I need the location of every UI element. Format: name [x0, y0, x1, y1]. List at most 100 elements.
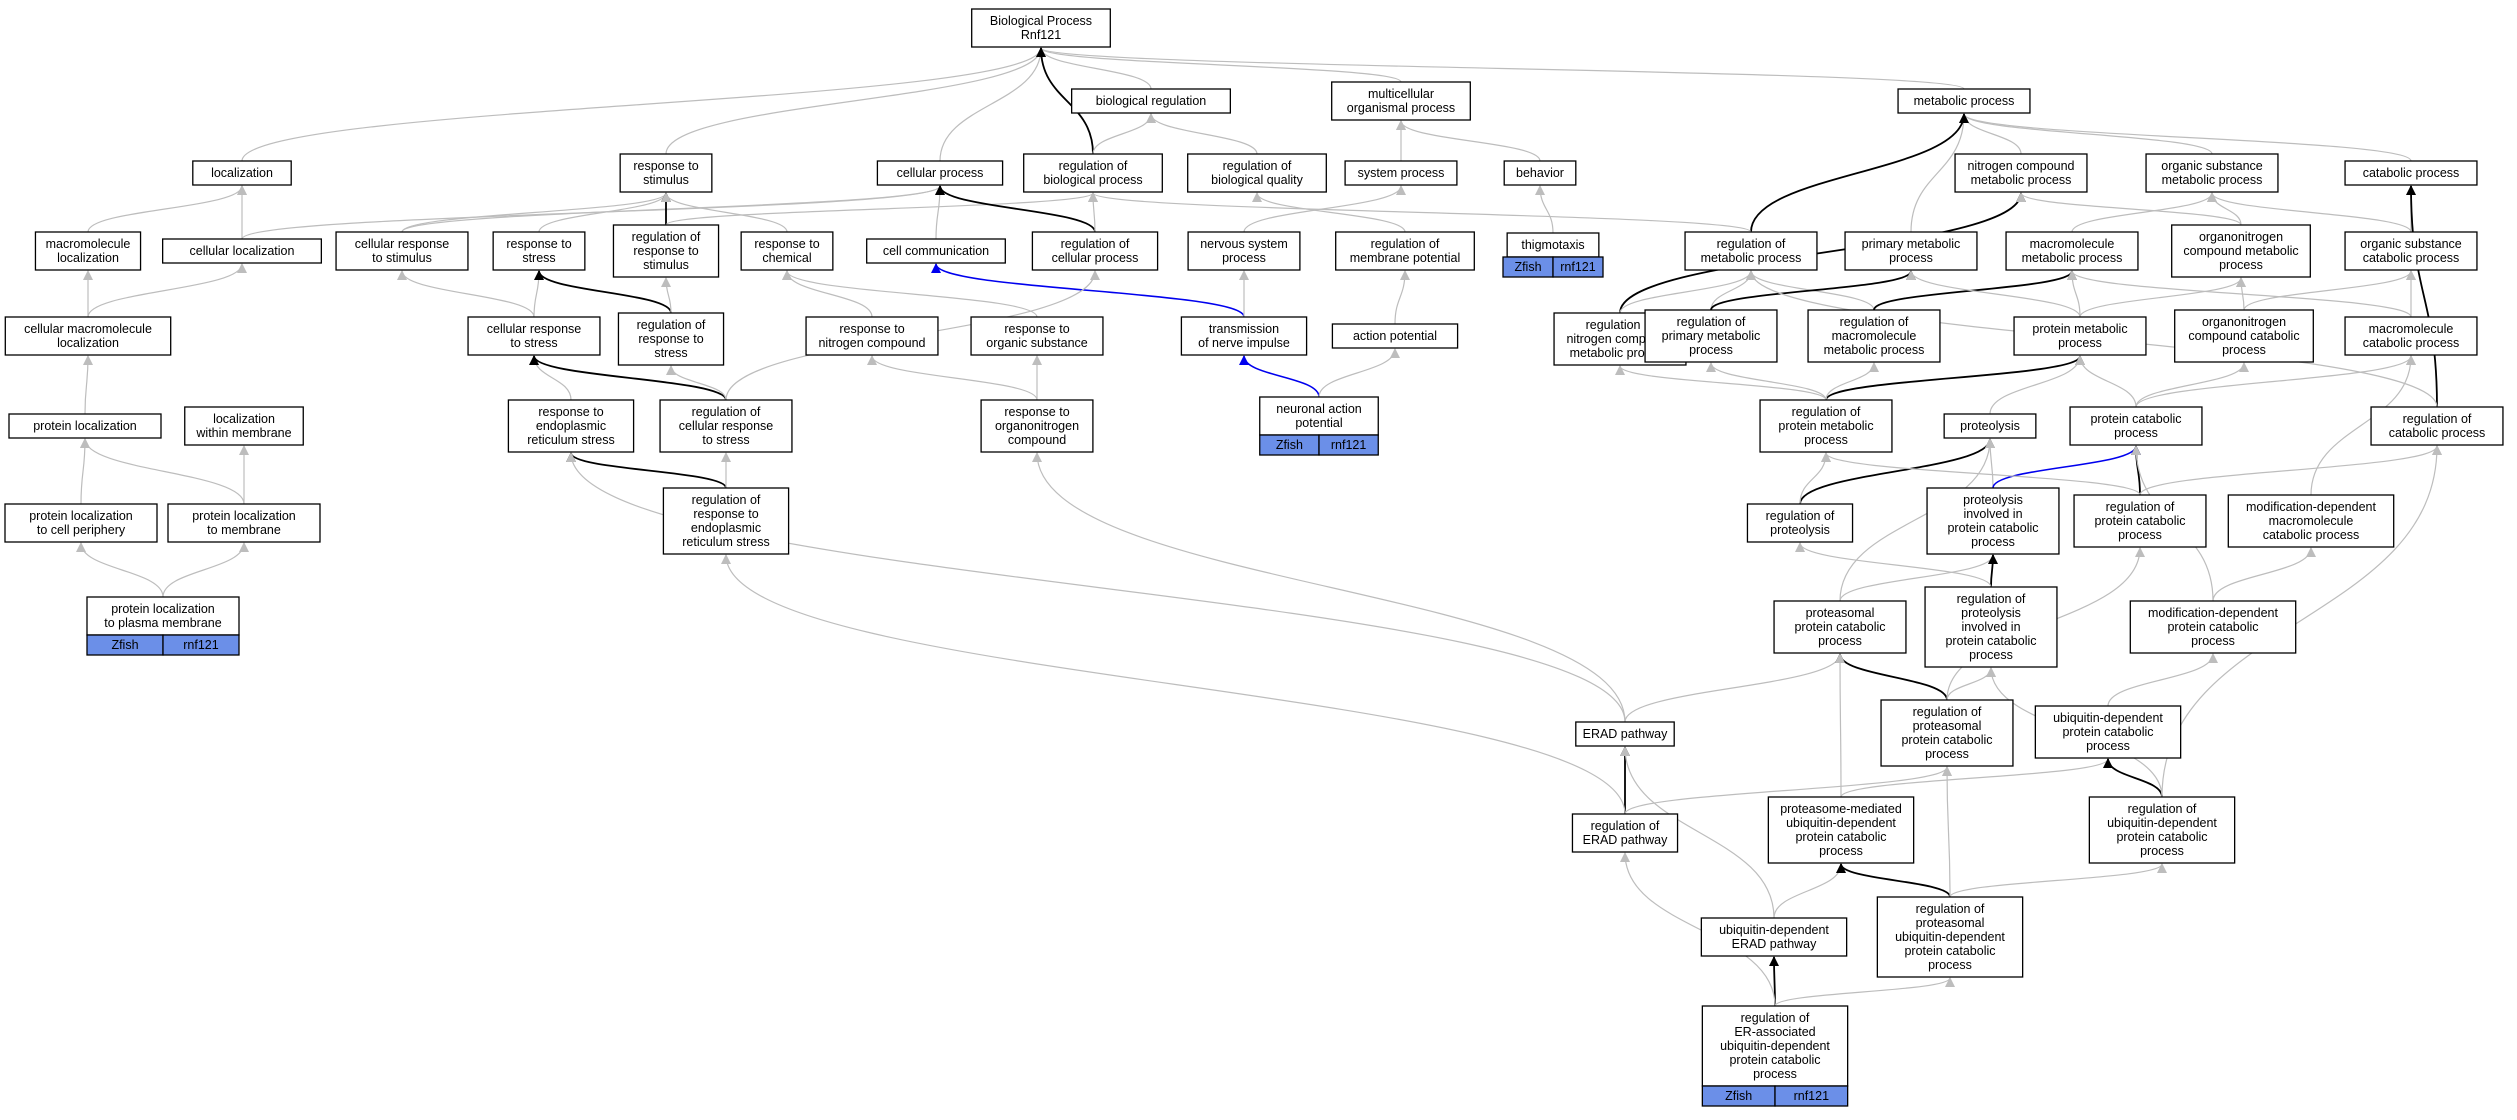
go-term-node-cloc[interactable]: cellular localization — [161, 238, 322, 264]
edge-mdpcp-to-mdmcp — [2212, 547, 2316, 602]
go-term-node-meta[interactable]: metabolic process — [1897, 88, 2031, 114]
go-term-node-catp[interactable]: catabolic process — [2344, 160, 2478, 186]
go-term-box — [1684, 231, 1818, 271]
go-term-box — [1700, 917, 1848, 957]
gene-badge[interactable]: rnf121 — [1774, 1085, 1849, 1107]
edge-regncmp-to-ncmp — [1619, 192, 2026, 314]
go-term-node-sysp[interactable]: system process — [1344, 160, 1458, 186]
go-term-label-line: endoplasmic — [536, 419, 606, 433]
go-term-node-proteo[interactable]: proteolysis — [1943, 413, 2037, 439]
go-term-node-cell[interactable]: cellular process — [876, 160, 1004, 186]
gene-badge[interactable]: rnf121 — [1318, 434, 1379, 456]
go-term-label-line: membrane potential — [1350, 251, 1460, 265]
go-term-node-regudpcp[interactable]: regulation ofubiquitin-dependentprotein … — [2088, 796, 2236, 864]
go-term-node-ploc[interactable]: protein localization — [8, 413, 162, 439]
go-term-label-line: catabolic process — [2263, 528, 2360, 542]
edge-regerad-to-regrers — [721, 554, 1626, 815]
go-term-label-line: protein catabolic — [2062, 725, 2153, 739]
go-term-node-pmudpcp[interactable]: proteasome-mediatedubiquitin-dependentpr… — [1767, 796, 1915, 864]
go-term-label-line: metabolic process — [1701, 251, 1802, 265]
go-term-node-regpudpcp[interactable]: regulation ofproteasomalubiquitin-depend… — [1876, 896, 2024, 978]
go-term-node-ap[interactable]: action potential — [1331, 323, 1459, 349]
go-term-node-breg[interactable]: biological regulation — [1071, 88, 1232, 114]
go-term-label-line: to cell periphery — [37, 523, 126, 537]
go-term-box — [1897, 88, 2031, 114]
go-term-node-ccomm[interactable]: cell communication — [866, 238, 1006, 264]
go-term-node-regeraudpcp[interactable]: regulation ofER-associatedubiquitin-depe… — [1701, 1005, 1849, 1107]
go-term-label-line: to stress — [702, 433, 749, 447]
go-term-box — [866, 238, 1006, 264]
go-term-node-erad[interactable]: ERAD pathway — [1575, 721, 1675, 747]
edge-regprotmp-to-regmmp — [1825, 362, 1879, 401]
go-term-label-line: ubiquitin-dependent — [2053, 711, 2163, 725]
gene-badge[interactable]: rnf121 — [1552, 256, 1604, 278]
species-badge[interactable]: Zfish — [86, 634, 164, 656]
go-term-node-loc[interactable]: localization — [192, 160, 292, 186]
species-badge[interactable]: Zfish — [1502, 256, 1554, 278]
gene-badge[interactable]: rnf121 — [162, 634, 240, 656]
go-term-label-line: response to — [1004, 405, 1069, 419]
go-term-node-behav[interactable]: behavior — [1503, 160, 1577, 186]
go-term-label-line: regulation of — [2403, 412, 2472, 426]
go-term-node-mdmcp[interactable]: modification-dependentmacromoleculecatab… — [2227, 494, 2395, 548]
species-badge[interactable]: Zfish — [1701, 1085, 1776, 1107]
species-badge[interactable]: Zfish — [1259, 434, 1320, 456]
go-term-label-line: cellular response — [679, 419, 774, 433]
go-term-label-line: Rnf121 — [1021, 28, 1061, 42]
